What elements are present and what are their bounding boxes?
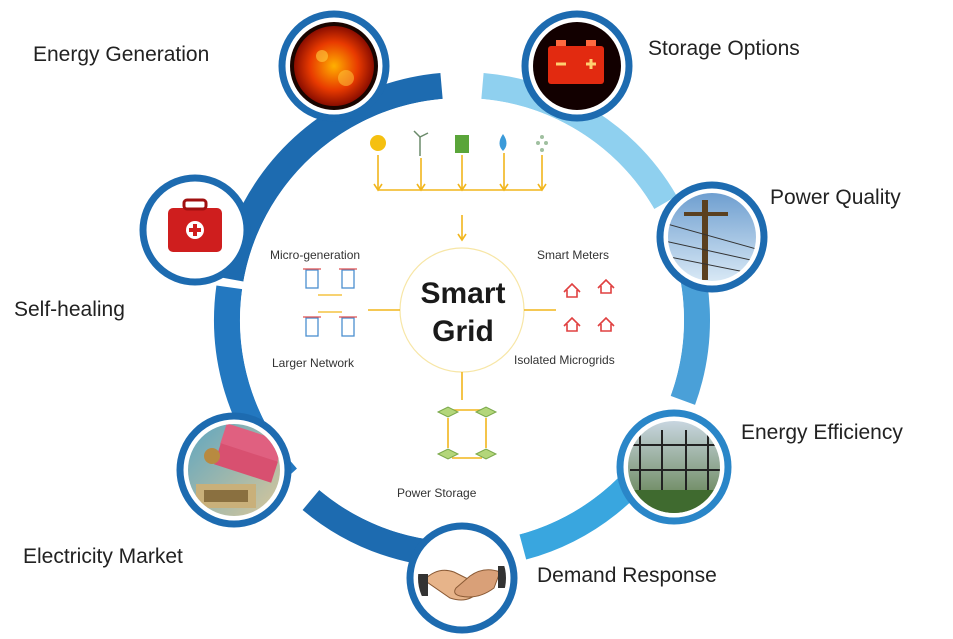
substation-icon xyxy=(628,421,720,513)
flow-arrows xyxy=(368,153,556,459)
electricity-market-label: Electricity Market xyxy=(23,545,183,568)
arrow-head xyxy=(499,183,509,192)
sun-icon xyxy=(290,22,378,110)
power-pole-icon xyxy=(668,193,756,281)
self-healing-node xyxy=(139,174,251,286)
demand-response-node xyxy=(406,522,518,634)
demand-response-label: Demand Response xyxy=(537,564,717,587)
ring-segment xyxy=(481,72,677,210)
arrow-head xyxy=(416,183,426,192)
micro-generation-icons xyxy=(303,268,357,337)
self-healing-label: Self-healing xyxy=(14,298,125,321)
power-storage-icons xyxy=(436,406,498,460)
handshake-icon xyxy=(418,534,506,622)
electricity-market-node xyxy=(176,412,292,528)
grid-source-icon xyxy=(536,135,548,152)
energy-generation-node xyxy=(278,10,390,122)
center-title-line1: Smart xyxy=(420,277,505,310)
storage-options-node xyxy=(521,10,633,122)
smart-meters-label: Smart Meters xyxy=(537,248,609,262)
storage-options-label: Storage Options xyxy=(648,37,800,60)
battery-icon xyxy=(533,22,621,110)
energy-generation-label: Energy Generation xyxy=(33,43,210,66)
center-title-line2: Grid xyxy=(432,315,494,348)
solar-source-icon xyxy=(370,135,386,151)
money-icon xyxy=(188,424,280,516)
arrow-head xyxy=(537,183,547,192)
source-icons xyxy=(370,130,548,156)
micro-generation-label: Micro-generation xyxy=(270,248,360,262)
inner-disk xyxy=(240,98,684,542)
water-source-icon xyxy=(499,134,507,151)
arrow-head xyxy=(457,183,467,192)
arrow-head xyxy=(373,183,383,192)
power-storage-label: Power Storage xyxy=(397,486,477,500)
wind-source-icon xyxy=(413,130,429,156)
isolated-microgrids-label: Isolated Microgrids xyxy=(514,353,615,367)
power-quality-node xyxy=(656,181,768,293)
power-quality-label: Power Quality xyxy=(770,186,901,209)
arrow-head xyxy=(457,233,467,242)
battery-source-icon xyxy=(455,135,469,153)
first-aid-kit-icon xyxy=(151,186,239,274)
energy-efficiency-label: Energy Efficiency xyxy=(741,421,903,444)
larger-network-label: Larger Network xyxy=(272,356,355,370)
energy-efficiency-node xyxy=(616,409,732,525)
smart-meter-house-icons xyxy=(563,278,615,332)
